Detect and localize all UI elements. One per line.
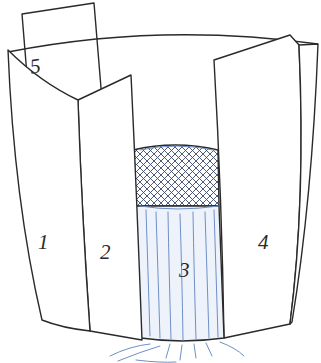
stave xyxy=(214,35,301,338)
stave xyxy=(134,206,224,341)
stave xyxy=(8,50,90,331)
stave-number: 3 xyxy=(179,260,190,281)
water-stream xyxy=(140,146,219,340)
stave xyxy=(290,44,318,324)
water-puddle xyxy=(110,342,244,362)
barrel-inside xyxy=(133,145,219,206)
stave-number: 2 xyxy=(100,242,111,263)
stave-number: 4 xyxy=(258,232,269,253)
stave-number: 1 xyxy=(38,232,49,253)
